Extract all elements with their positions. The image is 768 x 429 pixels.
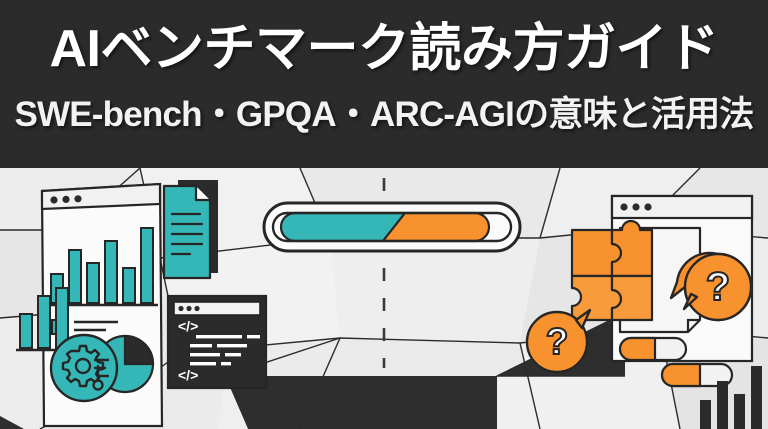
dashboard-bars xyxy=(47,227,158,307)
swe-bench-gear-badge xyxy=(49,333,119,403)
swe-bench-document-icon xyxy=(162,180,218,280)
question-bubble-right: ? xyxy=(669,251,753,322)
corner-bar-chart xyxy=(700,366,762,429)
gpqa-code-window: </> </> xyxy=(166,294,268,390)
arc-agi-puzzle xyxy=(570,219,654,322)
svg-text:</>: </> xyxy=(178,367,198,383)
svg-text:</>: </> xyxy=(178,318,198,334)
illustration-area: </> </> xyxy=(0,168,768,429)
question-bubble-arc: ? xyxy=(525,308,592,374)
pill-toggle-upper xyxy=(618,336,688,362)
title-header: AIベンチマーク読み方ガイド SWE-bench・GPQA・ARC-AGIの意味… xyxy=(0,0,768,168)
page-title: AIベンチマーク読み方ガイド xyxy=(49,20,719,78)
svg-text:?: ? xyxy=(546,321,569,362)
svg-text:?: ? xyxy=(706,265,730,309)
benchmark-progress-bar xyxy=(262,201,522,253)
page-subtitle: SWE-bench・GPQA・ARC-AGIの意味と活用法 xyxy=(14,95,754,134)
pill-toggle-lower xyxy=(660,362,734,388)
